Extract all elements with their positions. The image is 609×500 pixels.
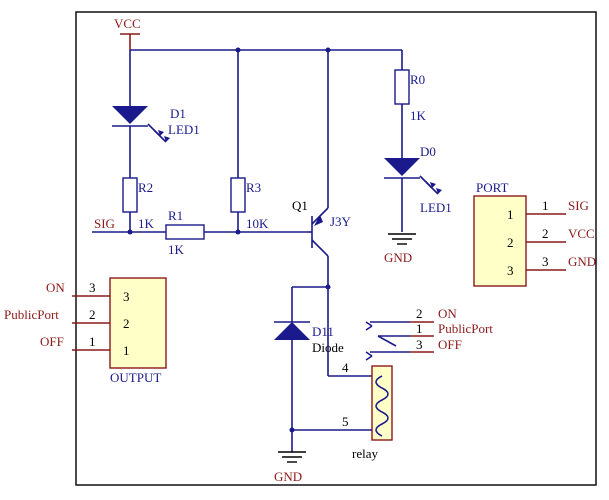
port-connector bbox=[473, 195, 527, 287]
r2-label: R2 bbox=[138, 180, 153, 195]
d11-label: D11 bbox=[312, 324, 334, 339]
relay-label: relay bbox=[352, 446, 378, 461]
output-pin-3: 3 bbox=[123, 289, 130, 304]
relay-switch bbox=[365, 321, 410, 361]
relay-net-publicport: PublicPort bbox=[438, 321, 493, 336]
r3-label: R3 bbox=[246, 180, 261, 195]
output-net-off: OFF bbox=[40, 334, 64, 349]
junction-sig bbox=[127, 229, 133, 235]
r0-label: R0 bbox=[410, 72, 425, 87]
q1-transistor bbox=[311, 207, 329, 257]
board-frame bbox=[75, 11, 597, 486]
port-pin-1: 1 bbox=[507, 207, 514, 222]
r1-resistor bbox=[165, 224, 205, 240]
r1-label: R1 bbox=[168, 208, 183, 223]
relay-net-on: ON bbox=[438, 306, 457, 321]
r3-resistor bbox=[230, 177, 246, 213]
port-pin-2: 2 bbox=[507, 235, 514, 250]
d1-led-symbol bbox=[112, 106, 170, 143]
output-pin-1: 1 bbox=[123, 343, 130, 358]
port-num-3: 3 bbox=[542, 254, 549, 269]
r0-value: 1K bbox=[410, 108, 427, 123]
d1-led-label: LED1 bbox=[168, 122, 200, 137]
relay-num-3: 3 bbox=[416, 337, 423, 352]
vcc-symbol bbox=[120, 33, 140, 50]
d0-led-symbol bbox=[384, 158, 442, 195]
port-net-gnd: GND bbox=[568, 254, 596, 269]
r2-resistor bbox=[122, 177, 138, 213]
d0-led-label: LED1 bbox=[420, 200, 452, 215]
r3-value: 10K bbox=[246, 216, 269, 231]
output-num-2: 2 bbox=[89, 307, 96, 322]
r0-resistor bbox=[394, 69, 410, 105]
gnd-label-top: GND bbox=[384, 250, 412, 265]
d11-diode-symbol bbox=[274, 321, 310, 340]
sig-label: SIG bbox=[94, 216, 115, 231]
port-pin-3: 3 bbox=[507, 263, 514, 278]
port-title: PORT bbox=[476, 180, 509, 195]
gnd-label-bottom: GND bbox=[274, 469, 302, 484]
relay-num-1: 1 bbox=[416, 321, 423, 336]
output-pin-2: 2 bbox=[123, 316, 130, 331]
output-title: OUTPUT bbox=[110, 370, 161, 385]
r1-value: 1K bbox=[168, 242, 185, 257]
gnd-symbol-top bbox=[388, 233, 416, 245]
relay-num-5: 5 bbox=[342, 414, 349, 429]
q1-type: J3Y bbox=[330, 214, 352, 229]
relay-num-2: 2 bbox=[416, 306, 423, 321]
d0-label: D0 bbox=[420, 144, 436, 159]
port-num-1: 1 bbox=[542, 198, 549, 213]
relay-net-off: OFF bbox=[438, 337, 462, 352]
relay-num-4: 4 bbox=[342, 360, 349, 375]
relay-coil-body bbox=[371, 365, 393, 441]
output-net-publicport: PublicPort bbox=[4, 307, 59, 322]
q1-label: Q1 bbox=[292, 198, 308, 213]
r2-value: 1K bbox=[138, 216, 155, 231]
port-net-vcc: VCC bbox=[568, 226, 595, 241]
output-net-on: ON bbox=[46, 280, 65, 295]
port-net-sig: SIG bbox=[568, 198, 589, 213]
output-num-1: 1 bbox=[89, 334, 96, 349]
vcc-label: VCC bbox=[114, 16, 141, 31]
gnd-symbol-bottom bbox=[278, 451, 306, 463]
output-num-3: 3 bbox=[89, 280, 96, 295]
output-connector bbox=[109, 277, 167, 369]
relay-coil-winding bbox=[375, 375, 389, 437]
d1-label: D1 bbox=[170, 106, 186, 121]
d11-type: Diode bbox=[312, 340, 344, 355]
port-num-2: 2 bbox=[542, 226, 549, 241]
